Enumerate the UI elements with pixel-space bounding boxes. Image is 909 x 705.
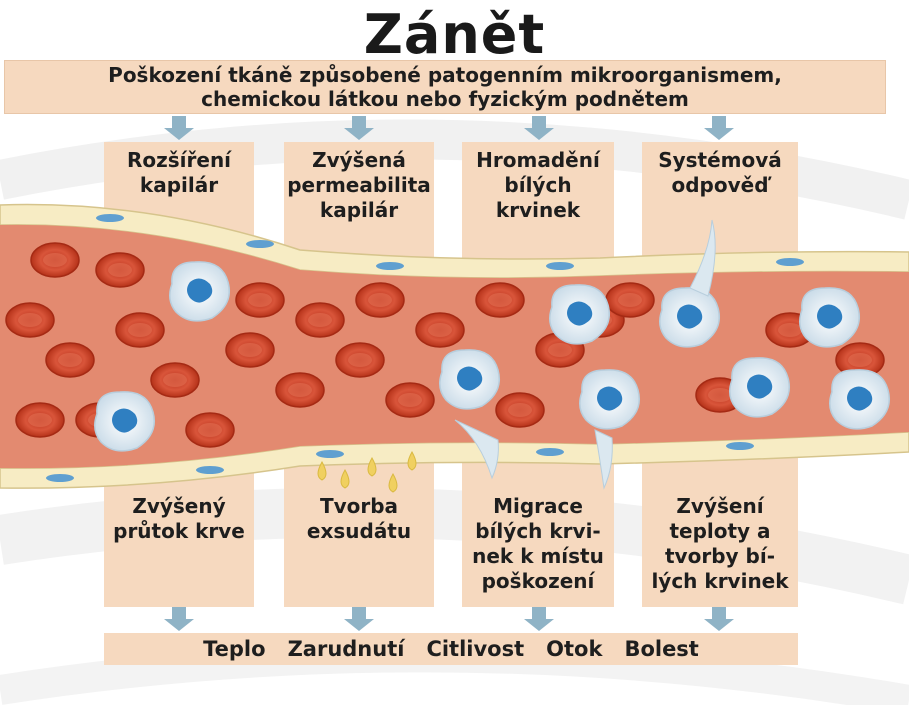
diagram-title: Zánět — [363, 3, 546, 66]
top-box-2-line-2: permeabilita — [287, 173, 431, 197]
symptom-pain: Bolest — [624, 637, 699, 661]
bottom-box-2-line-1: Tvorba — [319, 494, 399, 518]
down-arrow-icon — [524, 607, 554, 631]
symptoms-bar: Teplo Zarudnutí Citlivost Otok Bolest — [104, 633, 798, 665]
top-box-1-line-1: Rozšíření — [126, 148, 232, 172]
top-box-3-line-1: Hromadění — [476, 148, 600, 172]
top-box-4-line-1: Systémová — [658, 148, 782, 172]
top-box-1-line-2: kapilár — [139, 173, 219, 197]
down-arrow-icon — [524, 116, 554, 140]
bottom-box-3-line-3: nek k místu — [472, 544, 604, 568]
down-arrow-icon — [704, 116, 734, 140]
top-box-4-line-2: odpověď — [671, 173, 769, 197]
down-arrow-icon — [344, 116, 374, 140]
top-box-2-line-1: Zvýšená — [312, 148, 406, 172]
down-arrow-icon — [704, 607, 734, 631]
symptom-redness: Zarudnutí — [287, 637, 405, 661]
symptom-swelling: Otok — [546, 637, 603, 661]
bottom-box-2-line-2: exsudátu — [306, 519, 412, 543]
bottom-box-4-line-1: Zvýšení — [676, 494, 764, 518]
bottom-box-4-line-2: teploty a — [669, 519, 771, 543]
cause-box: Poškození tkáně způsobené patogenním mik… — [4, 60, 886, 114]
symptom-heat: Teplo — [203, 637, 266, 661]
cause-line-1: Poškození tkáně způsobené patogenním mik… — [108, 63, 782, 87]
exudate-droplets — [317, 450, 417, 493]
bottom-box-3-line-2: bílých krvi- — [475, 519, 601, 543]
bottom-box-3-line-4: poškození — [481, 569, 595, 593]
bottom-box-3-line-1: Migrace — [493, 494, 583, 518]
bottom-box-1-line-2: průtok krve — [113, 519, 245, 543]
top-box-3-line-3: krvinek — [495, 198, 581, 222]
cause-line-2: chemickou látkou nebo fyzickým podnětem — [201, 87, 689, 111]
down-arrow-icon — [164, 116, 194, 140]
top-box-2-line-3: kapilár — [319, 198, 399, 222]
bottom-box-1-line-1: Zvýšený — [132, 494, 226, 518]
bottom-box-4-line-3: tvorby bí- — [665, 544, 775, 568]
down-arrow-icon — [164, 607, 194, 631]
down-arrow-icon — [344, 607, 374, 631]
bottom-box-4-line-4: lých krvinek — [651, 569, 789, 593]
symptom-tenderness: Citlivost — [426, 637, 525, 661]
top-box-3-line-2: bílých — [504, 173, 572, 197]
